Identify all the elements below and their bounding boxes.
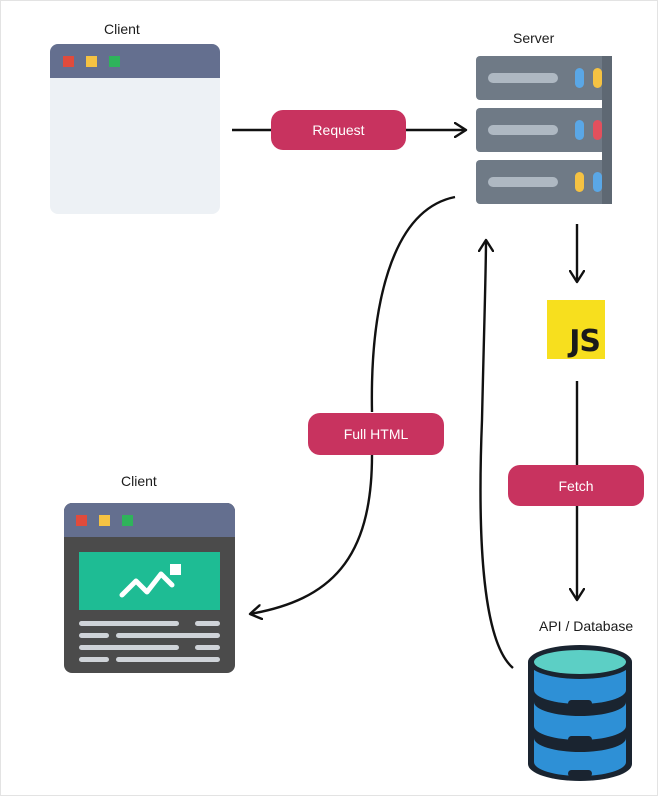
request-pill: Request — [271, 110, 406, 150]
api-database-label: API / Database — [539, 618, 634, 634]
text-line — [79, 657, 109, 662]
db-layer-2 — [534, 702, 626, 740]
mountain-icon — [119, 571, 175, 598]
db-cap — [534, 650, 626, 674]
text-line — [116, 633, 220, 638]
full-html-arrow-segment-2 — [250, 454, 374, 614]
window-dot-green — [122, 515, 133, 526]
client-top-window-icon — [50, 44, 220, 214]
server-icon — [476, 56, 612, 204]
sun-icon — [170, 564, 181, 575]
client-top-window-bar — [50, 44, 220, 78]
server-label: Server — [513, 30, 555, 46]
text-line — [79, 633, 109, 638]
client-bottom-label: Client — [121, 473, 157, 489]
text-line — [79, 645, 179, 650]
fetch-pill: Fetch — [508, 465, 644, 506]
window-dot-yellow — [86, 56, 97, 67]
text-line — [116, 657, 220, 662]
full-html-pill: Full HTML — [308, 413, 444, 455]
text-line — [195, 645, 220, 650]
window-dot-green — [109, 56, 120, 67]
db-layer-3 — [534, 738, 626, 776]
client-bottom-window-icon — [64, 503, 235, 673]
text-line — [79, 621, 179, 626]
client-top-window-body — [50, 44, 220, 214]
database-icon — [528, 645, 632, 781]
js-logo-bg — [547, 300, 605, 359]
window-dot-yellow — [99, 515, 110, 526]
js-logo-text: JS — [569, 324, 601, 359]
image-placeholder-icon — [79, 552, 220, 610]
db-to-server-arrow — [480, 240, 514, 669]
text-line — [195, 621, 220, 626]
window-dot-red — [76, 515, 87, 526]
js-logo-text-box: JS — [547, 300, 605, 359]
full-html-arrow-segment-1 — [370, 195, 456, 413]
client-top-label: Client — [104, 21, 140, 37]
client-bottom-window-bar — [64, 503, 235, 537]
javascript-logo-icon — [547, 300, 605, 359]
window-dot-red — [63, 56, 74, 67]
